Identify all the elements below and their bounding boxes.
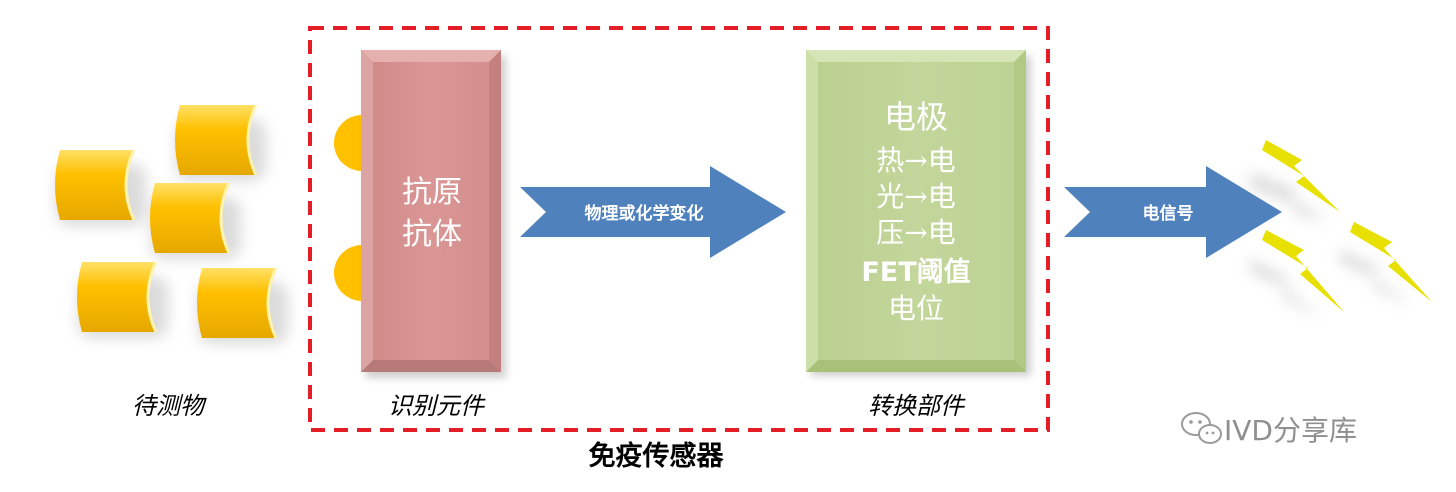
recognition-line: 抗体 xyxy=(402,217,462,252)
antigen-bump xyxy=(334,245,362,301)
wechat-icon xyxy=(1181,412,1222,444)
lightning-icon xyxy=(1250,230,1344,319)
analyte-cylinder xyxy=(175,104,266,181)
analyte-cylinder xyxy=(150,182,241,259)
recognition-line: 抗原 xyxy=(402,175,462,210)
sensor-label: 免疫传感器 xyxy=(589,440,725,472)
analyte-group xyxy=(55,104,288,344)
arrow-electric-signal xyxy=(1064,166,1282,258)
analyte-cylinder xyxy=(55,149,146,226)
recognition-element-box xyxy=(361,50,501,372)
transducer-line: 压→电 xyxy=(876,216,955,249)
watermark-text: IVD分享库 xyxy=(1224,414,1357,447)
lightning-group xyxy=(1250,140,1432,319)
arrow2-label: 电信号 xyxy=(1143,203,1194,224)
lightning-icon xyxy=(1250,140,1340,222)
transducer-box xyxy=(806,50,1026,372)
transducer-line: 热→电 xyxy=(876,144,955,177)
transducer-line: 电位 xyxy=(888,292,944,325)
recognition-label: 识别元件 xyxy=(388,392,486,420)
lightning-icon xyxy=(1340,222,1432,306)
analyte-cylinder xyxy=(77,261,168,338)
sensor-boundary xyxy=(308,26,1050,432)
arrow1-label: 物理或化学变化 xyxy=(585,203,704,224)
arrow-physical-chemical xyxy=(520,166,786,258)
analyte-cylinder xyxy=(197,267,288,344)
antigen-bump xyxy=(334,115,362,171)
transducer-line: FET阈值 xyxy=(861,257,970,288)
transducer-line: 电极 xyxy=(884,98,948,136)
analyte-label: 待测物 xyxy=(132,392,207,420)
transducer-label: 转换部件 xyxy=(868,392,966,420)
transducer-line: 光→电 xyxy=(876,180,955,213)
